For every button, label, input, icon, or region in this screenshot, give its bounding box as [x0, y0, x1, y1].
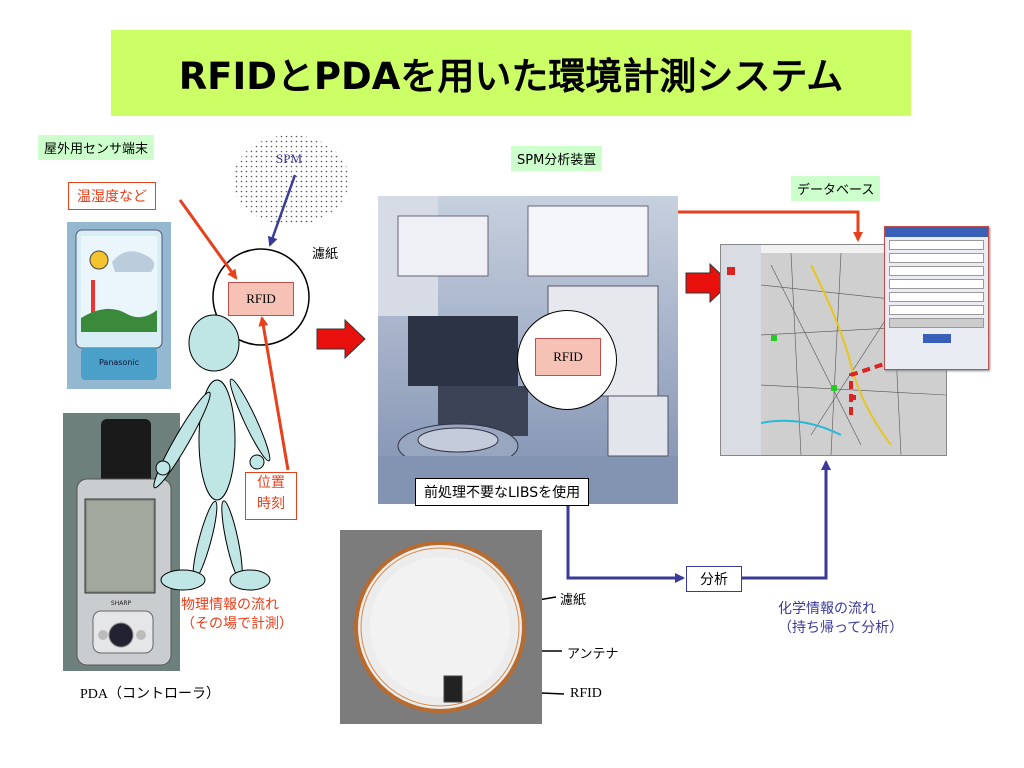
physical-flow-line2: （その場で計測） [181, 615, 293, 634]
rfid-tag-left: RFID [228, 282, 294, 316]
popup-field [889, 318, 984, 328]
human-figure [148, 315, 274, 590]
filter-paper-label-top: 濾紙 [312, 243, 338, 262]
spm-label: SPM [276, 151, 302, 167]
popup-field [889, 266, 984, 276]
rfid-tag-center: RFID [535, 338, 601, 376]
analysis-box: 分析 [686, 566, 742, 592]
time-label: 時刻 [246, 494, 296, 515]
chemical-flow-line2: （持ち帰って分析） [778, 619, 903, 638]
info-popup-window [884, 226, 989, 370]
chemical-flow-text: 化学情報の流れ （持ち帰って分析） [778, 600, 903, 638]
analysis-to-database-flow [742, 462, 826, 578]
chemical-flow-line1: 化学情報の流れ [778, 600, 903, 619]
antenna-label: アンテナ [567, 643, 618, 662]
libs-caption: 前処理不要なLIBSを使用 [415, 478, 589, 506]
popup-field [889, 240, 984, 250]
filter-illustration [340, 530, 542, 724]
spm-analyzer-label: SPM分析装置 [511, 146, 602, 171]
popup-field [889, 305, 984, 315]
to-analyzer-arrow [317, 320, 365, 358]
popup-button [923, 334, 951, 343]
filter-tag-photo [340, 530, 542, 724]
popup-field [889, 279, 984, 289]
spm-particle-cloud [233, 135, 349, 225]
database-label: データベース [791, 176, 880, 201]
physical-flow-text: 物理情報の流れ （その場で計測） [181, 596, 293, 634]
physical-flow-line1: 物理情報の流れ [181, 596, 293, 615]
popup-field [889, 292, 984, 302]
position-label: 位置 [246, 473, 296, 494]
position-time-box: 位置 時刻 [245, 472, 297, 520]
rfid-label-bottom: RFID [570, 686, 602, 702]
popup-titlebar [885, 227, 988, 237]
temp-humidity-arrow [180, 200, 236, 278]
filter-paper-label-bottom: 濾紙 [560, 589, 586, 608]
popup-field [889, 253, 984, 263]
